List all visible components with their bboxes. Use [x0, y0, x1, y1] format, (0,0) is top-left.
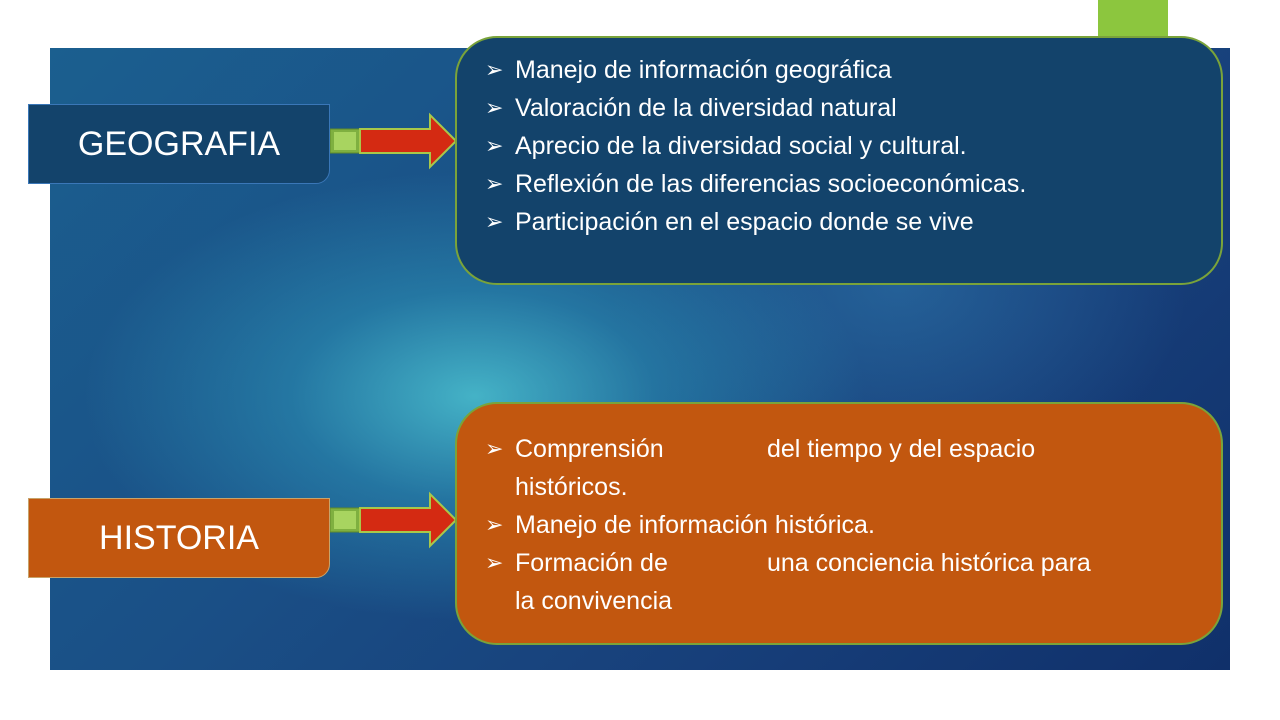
historia-item-part2: una conciencia histórica para — [767, 549, 1091, 577]
bullet-arrow-icon: ➢ — [485, 171, 504, 196]
historia-label-text: HISTORIA — [99, 518, 259, 557]
historia-item-body: Formación de una conciencia histórica par… — [515, 544, 1201, 620]
historia-item-text: Manejo de información histórica. — [515, 511, 875, 539]
geografia-item-text: Participación en el espacio donde se viv… — [515, 208, 974, 236]
bullet-arrow-icon: ➢ — [485, 550, 504, 575]
geografia-arrow-icon — [330, 112, 458, 170]
bullet-arrow-icon: ➢ — [485, 133, 504, 158]
geografia-item-text: Reflexión de las diferencias socioeconóm… — [515, 170, 1027, 198]
geografia-item-text: Aprecio de la diversidad social y cultur… — [515, 132, 967, 160]
geografia-item-text: Valoración de la diversidad natural — [515, 94, 897, 122]
historia-item-continuation: históricos. — [515, 473, 628, 501]
geografia-list: ➢ Manejo de información geográfica ➢ Valora… — [485, 51, 1201, 241]
accent-tab — [1098, 0, 1168, 36]
historia-list-item: ➢ Manejo de información histórica. — [485, 506, 1201, 544]
historia-arrow-icon — [330, 491, 458, 549]
geografia-list-item: ➢ Manejo de información geográfica — [485, 51, 1201, 89]
geografia-list-item: ➢ Valoración de la diversidad natural — [485, 89, 1201, 127]
historia-item-part1: Comprensión — [515, 435, 664, 463]
geografia-list-item: ➢ Reflexión de las diferencias socioeconó… — [485, 165, 1201, 203]
geografia-label: GEOGRAFIA — [28, 104, 330, 184]
geografia-list-item: ➢ Aprecio de la diversidad social y cultu… — [485, 127, 1201, 165]
historia-item-continuation: la convivencia — [515, 587, 673, 615]
geografia-list-item: ➢ Participación en el espacio donde se vi… — [485, 203, 1201, 241]
historia-item-part2: del tiempo y del espacio — [767, 435, 1036, 463]
bullet-arrow-icon: ➢ — [485, 436, 504, 461]
geografia-label-text: GEOGRAFIA — [77, 124, 281, 163]
historia-item-body: Comprensión del tiempo y del espacio histó… — [515, 430, 1201, 506]
historia-item-part1: Formación de — [515, 549, 668, 577]
historia-content-box: ➢ Comprensión del tiempo y del espacio hist… — [455, 402, 1223, 645]
geografia-item-text: Manejo de información geográfica — [515, 56, 892, 84]
bullet-arrow-icon: ➢ — [485, 95, 504, 120]
historia-label: HISTORIA — [28, 498, 330, 578]
historia-list-item: ➢ Comprensión del tiempo y del espacio hist… — [485, 430, 1201, 506]
historia-list: ➢ Comprensión del tiempo y del espacio hist… — [485, 430, 1201, 620]
bullet-arrow-icon: ➢ — [485, 57, 504, 82]
bullet-arrow-icon: ➢ — [485, 512, 504, 537]
geografia-content-box: ➢ Manejo de información geográfica ➢ Valora… — [455, 36, 1223, 285]
historia-list-item: ➢ Formación de una conciencia histórica pa… — [485, 544, 1201, 620]
bullet-arrow-icon: ➢ — [485, 209, 504, 234]
